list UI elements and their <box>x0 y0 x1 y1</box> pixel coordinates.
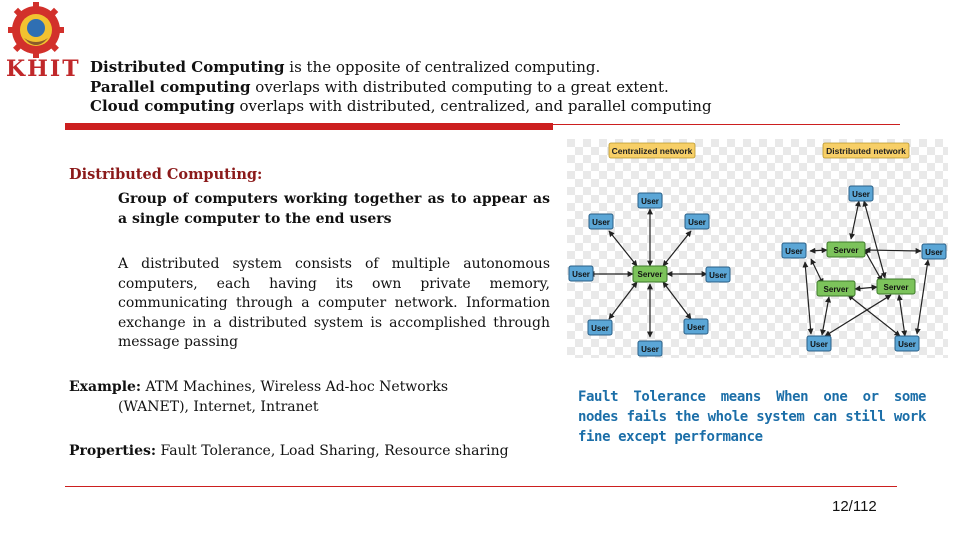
example-text: Example: ATM Machines, Wireless Ad-hoc N… <box>69 378 550 417</box>
svg-text:User: User <box>572 270 590 279</box>
svg-text:User: User <box>641 345 659 354</box>
svg-text:User: User <box>709 271 727 280</box>
server-node: Server <box>816 280 856 297</box>
properties-label: Properties: <box>69 443 157 459</box>
header-divider <box>553 124 900 125</box>
centralized-nodes: Server User User User User User User Use… <box>568 192 731 357</box>
user-node: User <box>637 340 663 357</box>
user-node: User <box>781 242 807 259</box>
svg-text:User: User <box>852 190 870 199</box>
svg-text:User: User <box>641 197 659 206</box>
svg-text:User: User <box>925 248 943 257</box>
header-text: Distributed Computing is the opposite of… <box>90 58 712 117</box>
header-line-1: Distributed Computing is the opposite of… <box>90 58 601 76</box>
svg-text:Distributed network: Distributed network <box>826 146 906 156</box>
gear-emblem-icon <box>8 2 64 58</box>
distributed-network-tag: Distributed network <box>822 142 910 159</box>
fault-tolerance-note: Fault Tolerance means When one or some n… <box>578 389 926 445</box>
user-node: User <box>684 213 710 230</box>
description-text: A distributed system consists of multipl… <box>118 256 550 350</box>
user-node: User <box>705 266 731 283</box>
svg-text:Server: Server <box>884 283 909 292</box>
server-node: Server <box>632 265 668 283</box>
distributed-nodes: Server Server Server User User User User… <box>781 185 947 352</box>
example-rest: (WANET), Internet, Intranet <box>118 398 319 415</box>
server-node: Server <box>826 241 866 258</box>
user-node: User <box>683 318 709 335</box>
header-red-bar <box>65 123 553 130</box>
svg-text:User: User <box>810 340 828 349</box>
header-line-2: Parallel computing overlaps with distrib… <box>90 77 669 96</box>
svg-text:User: User <box>591 324 609 333</box>
svg-text:Server: Server <box>638 270 663 279</box>
khit-logo: KHIT <box>2 2 79 82</box>
page-number: 12/112 <box>832 498 877 515</box>
definition-text: Group of computers working together as t… <box>118 191 550 227</box>
user-node: User <box>806 335 832 352</box>
user-node: User <box>848 185 874 202</box>
logo-text: KHIT <box>6 56 81 82</box>
header-line-3: Cloud computing overlaps with distribute… <box>90 97 712 115</box>
svg-text:Centralized network: Centralized network <box>612 146 693 156</box>
svg-text:User: User <box>898 340 916 349</box>
footer-divider <box>65 486 897 487</box>
network-diagram: Centralized network Distributed network <box>567 139 948 358</box>
user-node: User <box>921 243 947 260</box>
svg-text:User: User <box>592 218 610 227</box>
user-node: User <box>637 192 663 209</box>
properties-text: Properties: Fault Tolerance, Load Sharin… <box>69 443 509 459</box>
user-node: User <box>568 265 594 282</box>
section-title: Distributed Computing: <box>69 166 263 183</box>
svg-text:User: User <box>785 247 803 256</box>
example-label: Example: <box>69 379 142 395</box>
user-node: User <box>587 319 613 336</box>
svg-text:Server: Server <box>834 246 859 255</box>
svg-text:Server: Server <box>824 285 849 294</box>
svg-text:User: User <box>687 323 705 332</box>
server-node: Server <box>876 278 916 295</box>
user-node: User <box>894 335 920 352</box>
svg-text:User: User <box>688 218 706 227</box>
user-node: User <box>588 213 614 230</box>
centralized-network-tag: Centralized network <box>608 142 696 159</box>
